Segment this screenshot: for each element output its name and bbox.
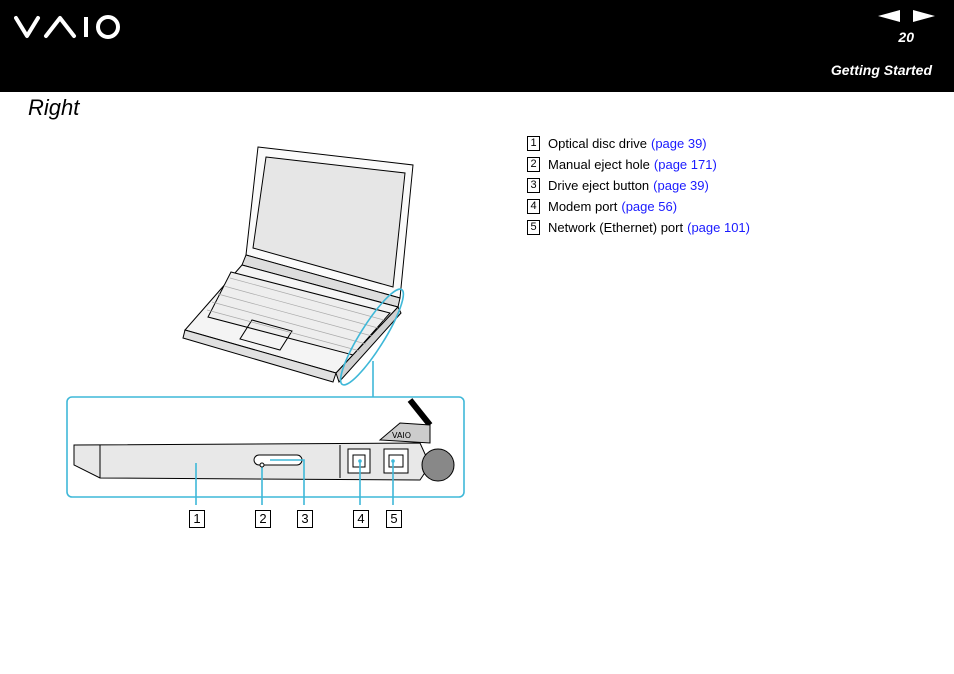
callout-2: 2 (255, 510, 271, 528)
page-header: 20 Getting Started (0, 0, 954, 92)
callout-1: 1 (189, 510, 205, 528)
legend-text: Manual eject hole (548, 157, 650, 172)
callout-4: 4 (353, 510, 369, 528)
legend-number: 1 (527, 136, 540, 151)
legend-text: Optical disc drive (548, 136, 647, 151)
page-link[interactable]: (page 171) (653, 157, 717, 172)
legend-item: 1 Optical disc drive (page 39) (527, 133, 750, 154)
legend-item: 5 Network (Ethernet) port (page 101) (527, 217, 750, 238)
section-name: Getting Started (830, 62, 932, 78)
legend-item: 3 Drive eject button (page 39) (527, 175, 750, 196)
legend-item: 4 Modem port (page 56) (527, 196, 750, 217)
callout-5: 5 (386, 510, 402, 528)
page-title: Right (28, 95, 80, 120)
page-link[interactable]: (page 39) (653, 178, 709, 193)
legend-number: 2 (527, 157, 540, 172)
laptop-right-side-illustration: VAIO (66, 146, 465, 505)
right-arrow-icon[interactable] (913, 10, 935, 22)
callout-3: 3 (297, 510, 313, 528)
page-link[interactable]: (page 39) (650, 136, 707, 151)
vaio-logo (14, 15, 120, 39)
legend-text: Modem port (548, 199, 618, 214)
left-arrow-icon[interactable] (878, 10, 900, 22)
legend-text: Network (Ethernet) port (548, 220, 684, 235)
svg-text:VAIO: VAIO (392, 431, 411, 440)
page-link[interactable]: (page 101) (687, 220, 750, 235)
page-number: 20 (898, 29, 914, 45)
legend-number: 3 (527, 178, 540, 193)
page-link[interactable]: (page 56) (621, 199, 678, 214)
legend-number: 4 (527, 199, 540, 214)
legend-item: 2 Manual eject hole (page 171) (527, 154, 750, 175)
legend-number: 5 (527, 220, 540, 235)
legend-text: Drive eject button (548, 178, 650, 193)
component-legend: 1 Optical disc drive (page 39) 2 Manual … (527, 133, 750, 238)
